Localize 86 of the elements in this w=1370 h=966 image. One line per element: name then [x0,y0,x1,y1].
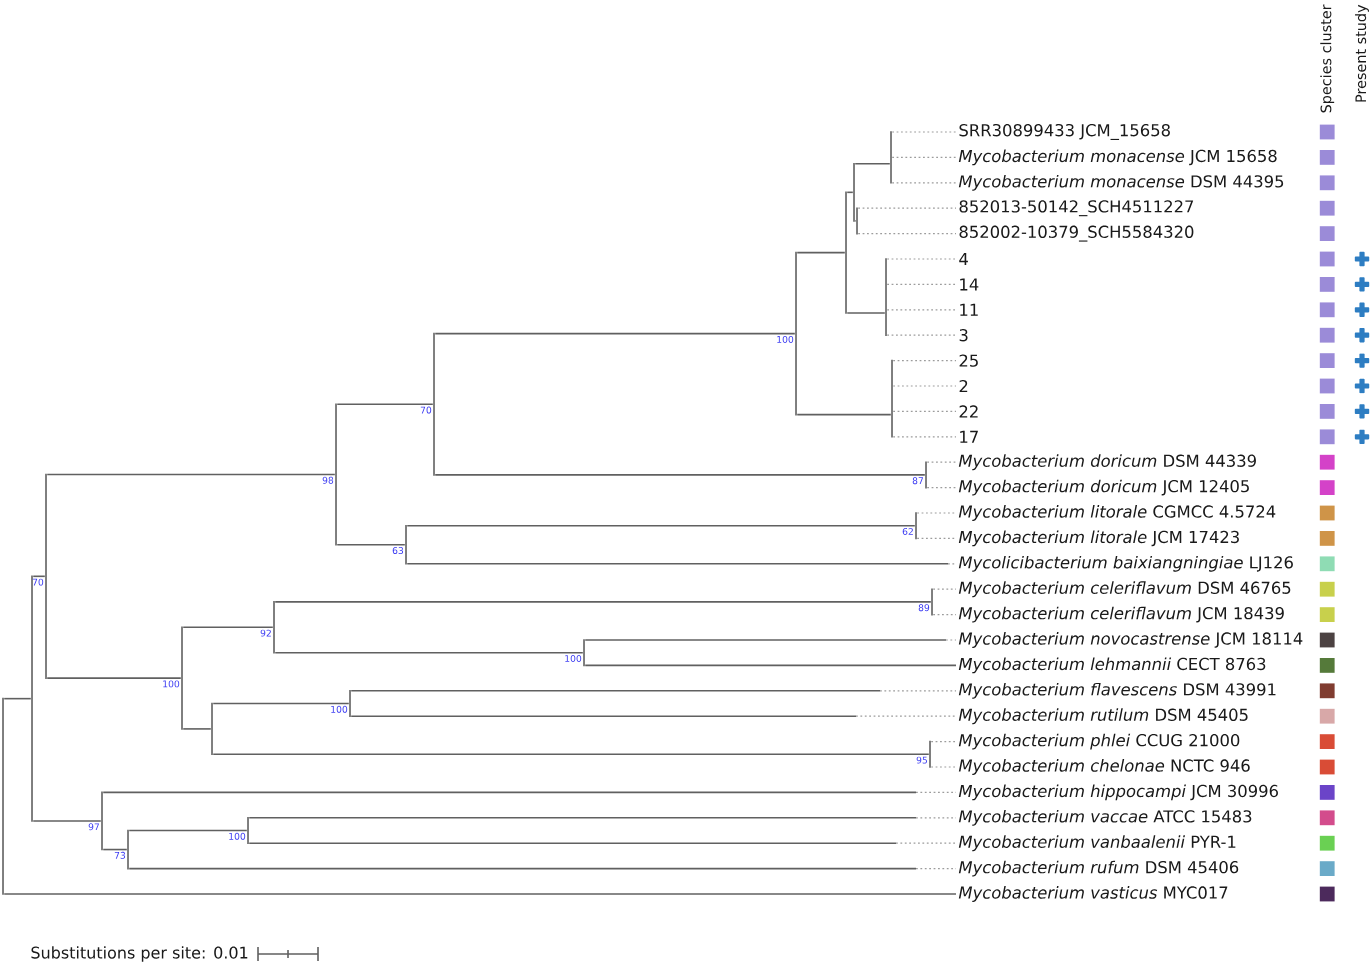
branch-line [926,461,957,463]
branch-line [886,309,957,311]
branch-line [891,156,957,158]
branch-line [584,639,957,641]
taxon-label: 22 [959,405,978,418]
branch-line [32,575,46,578]
branch-line [46,677,182,679]
taxon-label: Mycobacterium phlei CCUG 21000 [958,733,1240,750]
branch-line [248,842,957,844]
branch-line [182,626,274,629]
branch-line [857,207,957,209]
scale-label: Substitutions per site: 0.01 [31,946,248,962]
taxon-label: Mycobacterium vanbaalenii PYR-1 [958,835,1236,852]
branch-line [3,697,32,700]
taxon-label: Mycobacterium litorale CGMCC 4.5724 [958,505,1276,521]
branch-line [3,893,957,895]
taxon-label: Mycobacterium litorale JCM 17423 [958,530,1239,547]
branch-line [128,867,957,870]
branch-line [892,410,957,412]
taxon-label: 14 [960,278,979,291]
branch-line [182,728,212,730]
branch-line [350,715,957,717]
branch-line [916,512,957,514]
branch-line [584,664,957,667]
taxon-label: SRR30899433 JCM_15658 [959,124,1170,140]
branch-line [406,563,957,565]
branch-line [434,332,796,335]
taxon-label: Mycolicibacterium baixiangningiae LJ126 [958,555,1293,572]
taxon-label: Mycobacterium lehmannii CECT 8763 [958,657,1266,674]
branch-line [891,131,957,133]
branch-line [886,283,957,285]
branch-line [406,524,916,527]
taxon-label: Mycobacterium flavescens DSM 43991 [958,682,1276,699]
taxon-label: Mycobacterium celeriflavum DSM 46765 [958,581,1291,598]
branch-line [932,588,957,590]
taxon-label: Mycobacterium doricum DSM 44339 [958,454,1256,471]
branch-line [854,162,891,165]
taxon-label: 25 [959,354,978,367]
branch-line [32,820,102,822]
taxon-label: 852013-50142_SCH4511227 [959,200,1194,217]
taxon-label: Mycobacterium rufum DSM 45406 [958,860,1239,877]
taxon-label: Mycobacterium chelonae NCTC 946 [958,759,1250,775]
branch-line [274,651,584,654]
branch-line [892,385,957,387]
taxon-label: 17 [960,430,978,443]
branch-line [886,334,957,336]
branch-line [892,436,957,438]
branch-line [248,817,957,819]
branch-line [932,614,957,616]
taxon-label: Mycobacterium hippocampi JCM 30996 [958,784,1278,801]
branch-line [846,312,886,314]
taxon-label: 2 [959,379,968,393]
branch-line [350,690,957,692]
taxon-label: Mycobacterium doricum JCM 12405 [958,479,1249,496]
branch-line [102,791,957,794]
branch-line [796,251,846,254]
branch-line [102,848,128,851]
branch-line [434,474,926,476]
branch-line [46,473,336,476]
branch-line [212,702,350,705]
taxon-label: Mycobacterium monacense DSM 44395 [958,174,1284,191]
branch-line [926,487,957,489]
branch-line [930,766,957,768]
branch-line [212,753,930,756]
branch-line [857,233,957,235]
taxon-label: Mycobacterium novocastrense JCM 18114 [958,632,1303,648]
taxon-label: Mycobacterium celeriflavum JCM 18439 [958,606,1284,623]
branch-line [128,829,248,832]
branch-line [274,601,932,603]
taxon-label: Mycobacterium vaccae ATCC 15483 [958,809,1252,826]
branch-line [916,537,957,539]
branch-line [886,258,957,260]
taxon-label: 3 [959,329,968,342]
branch-line [892,360,957,362]
branch-line [336,403,434,406]
taxon-label: Mycobacterium monacense JCM 15658 [958,149,1277,166]
taxon-label: 4 [959,253,968,265]
branch-line [336,543,406,546]
taxon-label: 11 [960,303,978,316]
taxon-label: 852002-10379_SCH5584320 [959,225,1194,242]
branch-line [930,741,957,743]
branch-line [846,191,854,194]
branch-line [891,182,957,184]
taxon-label: Mycobacterium vasticus MYC017 [958,886,1228,902]
taxon-label: Mycobacterium rutilum DSM 45405 [958,708,1248,725]
branch-line [796,413,892,416]
